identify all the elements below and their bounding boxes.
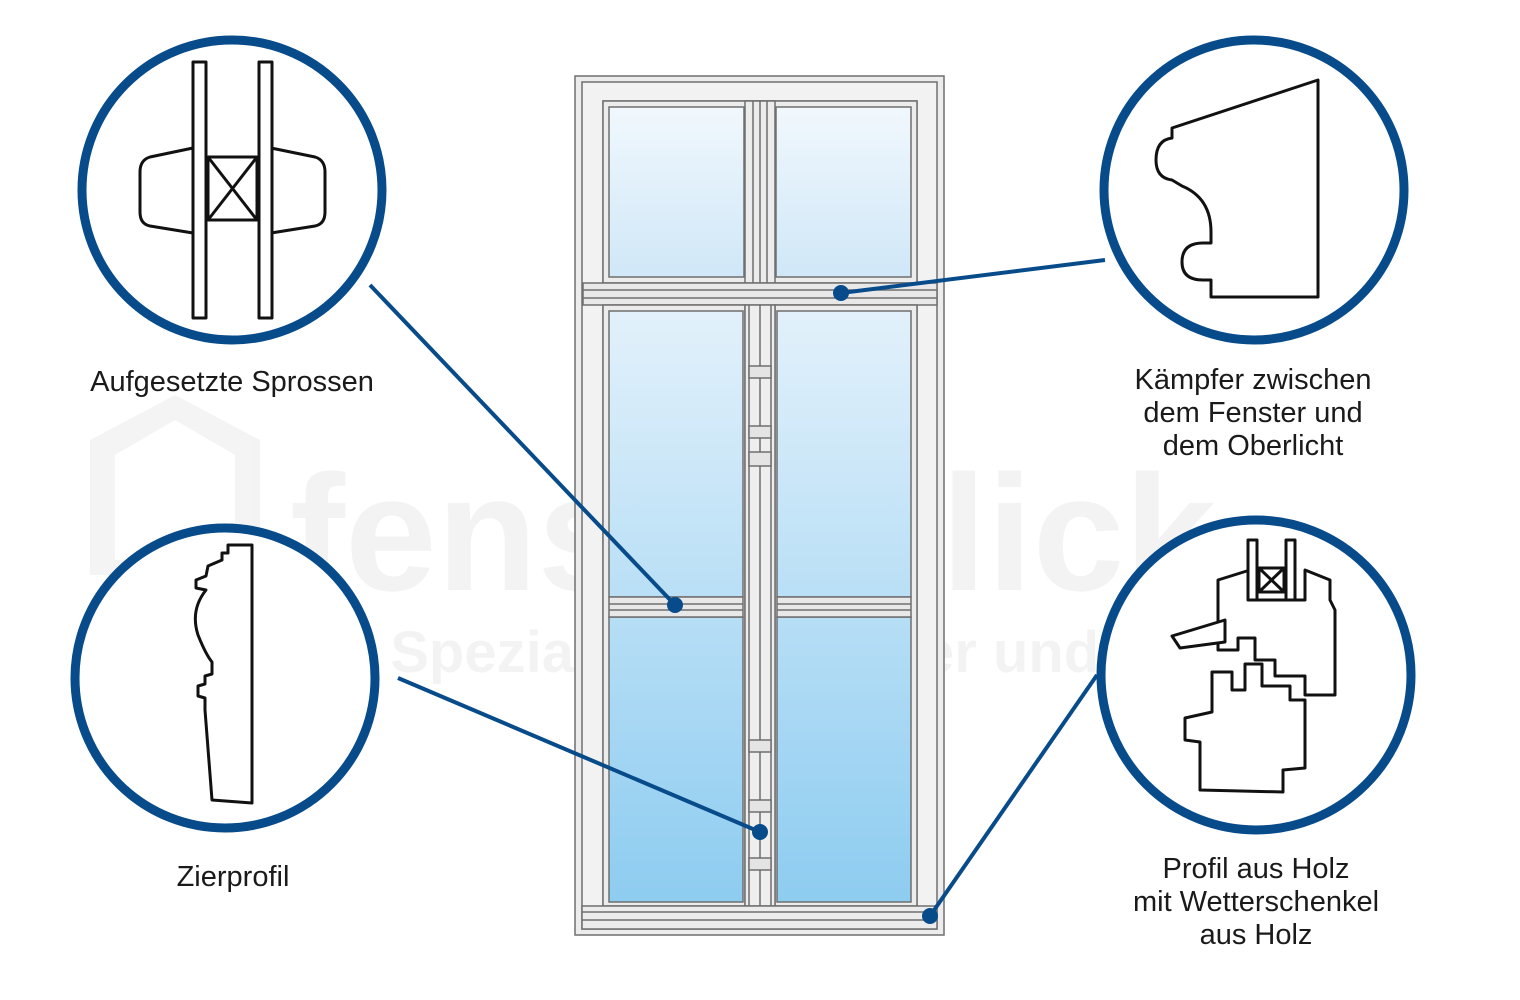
connectors [368, 258, 1106, 924]
connector-line [928, 673, 1099, 918]
glass-pane [608, 616, 744, 903]
callout-kaempfer [1099, 35, 1409, 345]
window [574, 75, 945, 936]
glass-pane [608, 310, 744, 598]
connector-dot [833, 285, 849, 301]
callout-aufgesetzte-sprossen [77, 35, 387, 345]
connector-line [397, 676, 761, 834]
kaempfer-profile-icon [1154, 78, 1320, 299]
glass-pane [776, 310, 912, 598]
glazing-bar [776, 596, 912, 618]
connector-dot [667, 597, 683, 613]
label-aufgesetzte-sprossen: Aufgesetzte Sprossen [90, 366, 374, 398]
glass-pane [775, 106, 912, 278]
weather-bar [581, 905, 938, 930]
label-kaempfer: Kämpfer zwischen dem Fenster und dem Obe… [1134, 364, 1372, 462]
label-zierprofil: Zierprofil [176, 861, 290, 893]
watermark-logo-icon [90, 395, 260, 575]
sprossen-profile-icon [138, 60, 327, 320]
connector-dot [752, 824, 768, 840]
callout-profil-holz [1096, 515, 1416, 835]
connector-line [840, 258, 1106, 295]
glass-pane [608, 106, 745, 278]
connector-dot [922, 908, 938, 924]
zierprofil-icon [193, 543, 254, 805]
connector-line [368, 283, 677, 607]
label-profil-holz: Profil aus Holz mit Wetterschenkel aus H… [1132, 853, 1380, 951]
callout-zierprofil [70, 523, 380, 833]
glass-pane [776, 616, 912, 903]
holz-profile-icon [1170, 538, 1337, 794]
